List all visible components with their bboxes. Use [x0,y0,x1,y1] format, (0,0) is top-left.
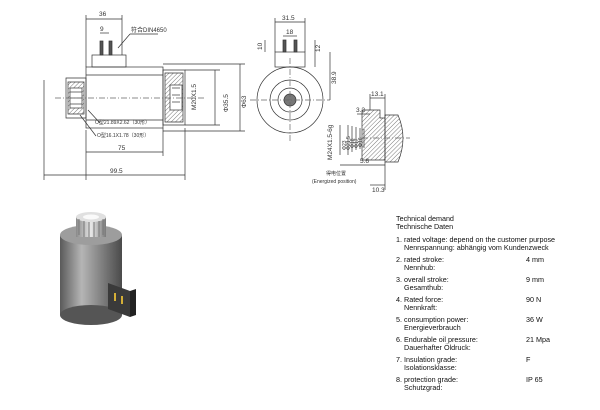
solenoid-coil-render [60,212,136,325]
spec-label: overall stroke: [404,274,449,284]
spec-label-de: Isolationsklasse: [404,363,457,373]
specs-heading: Technical demand Technische Daten [396,214,596,232]
technical-specs: Technical demand Technische Daten 1.rate… [396,214,596,396]
left-cap [65,77,87,119]
dim-p18: Φ18 [350,138,356,148]
dim-p17: Φ17 [354,138,360,148]
note-energized-cn: 得电位置 [326,170,346,177]
spec-label: protection grade: [404,374,458,384]
note-din: 符合DIN4650 [131,26,167,34]
spec-label-de: Nennspannung: abhängig vom Kundenzweck [404,243,549,253]
spec-item: 1.rated voltage: depend on the customer … [396,234,596,253]
spec-item: 7.Insulation grade: F Isolationsklasse: [396,354,596,373]
detail-section-left [361,109,386,161]
note-oring-2: O型16.1X1.78（30形） [97,132,149,139]
spec-label: rated stroke: [404,254,444,264]
dim-3-2: 3.2 [356,107,365,114]
dim-38-9: 38.9 [331,71,338,84]
dim-63: Φ63 [241,95,248,108]
spec-value: 36 W [526,314,543,324]
spec-label-de: Energieverbrauch [404,323,461,333]
dim-12: 12 [315,44,322,52]
dim-36: 36 [99,11,107,18]
spec-number: 8. [396,374,402,384]
spec-label: Rated force: [404,294,444,304]
spec-value: 4 mm [526,254,544,264]
spec-value: IP 65 [526,374,543,384]
dim-18: 18 [286,29,294,36]
dim-13-1: 13.1 [371,91,384,98]
connector-outline [91,54,127,68]
spec-number: 6. [396,334,402,344]
spec-item: 3.overall stroke: 9 mm Gesamthub: [396,274,596,293]
spec-number: 3. [396,274,402,284]
spec-label: Insulation grade: [404,354,458,364]
spec-number: 5. [396,314,402,324]
dim-35-5: Φ35.5 [223,94,230,112]
spec-list: 1.rated voltage: depend on the customer … [396,234,596,393]
dim-10-3: 10.3 [372,187,385,194]
spec-value: F [526,354,531,364]
dim-10: 10 [257,42,264,50]
spec-label: Endurable oil pressure: [404,334,478,344]
spec-number: 4. [396,294,402,304]
dim-m24: M24X1.5-6g [327,124,334,160]
spec-label-de: Nennkraft: [404,303,438,313]
dim-p23: Φ23 [342,140,348,150]
spec-number: 1. [396,234,402,244]
spec-number: 7. [396,354,402,364]
note-energized-en: (Energized position) [312,179,357,185]
detail-view [339,94,410,190]
front-view [250,18,331,142]
spec-value: 9 mm [526,274,544,284]
spec-value: 90 N [526,294,542,304]
dim-31-5: 31.5 [282,15,295,22]
spec-label: consumption power: [404,314,469,324]
specs-heading-en: Technical demand [396,214,454,223]
coil-body-outline [85,66,164,129]
spec-label-de: Dauerhafter Öldruck: [404,343,471,353]
dim-99-5: 99.5 [110,168,123,175]
spec-label: rated voltage: depend on the customer pu… [404,234,556,244]
spec-label-de: Gesamthub: [404,283,444,293]
spec-item: 4.Rated force: 90 N Nennkraft: [396,294,596,313]
specs-heading-de: Technische Daten [396,222,454,232]
dim-p21-5: Φ21.5 [346,136,352,150]
note-oring-1: O型21.89X2.62（30形） [95,119,150,126]
dim-9: 9 [100,26,104,33]
dim-p16: Φ16 [358,137,364,147]
side-view [43,15,245,180]
spec-label-de: Nennhub: [404,263,436,273]
spec-item: 5.consumption power: 36 W Energieverbrauch [396,314,596,333]
spec-value: 21 Mpa [526,334,550,344]
spec-item: 2.rated stroke: 4 mm Nennhub: [396,254,596,273]
dim-75: 75 [118,145,126,152]
dim-5-6: 5.6 [360,158,369,165]
spec-number: 2. [396,254,402,264]
dim-m20: M20X1.5 [191,84,198,110]
detail-section-right [384,114,404,163]
spec-label-de: Schutzgrad: [404,383,443,393]
technical-drawing: 36 9 75 99.5 31.5 18 10 12 38.9 Φ63 Φ35.… [43,11,410,194]
spec-item: 8.protection grade: IP 65 Schutzgrad: [396,374,596,393]
